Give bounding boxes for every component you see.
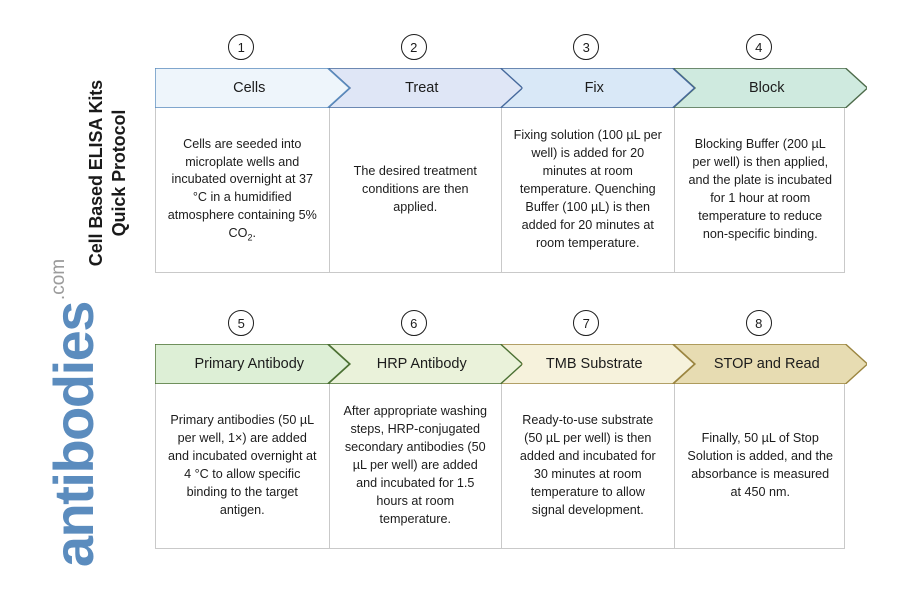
step-chevron-6[interactable]: HRP Antibody (327, 344, 522, 384)
step-number-circle-1: 1 (228, 34, 255, 60)
description-strip-1: Cells are seeded into microplate wells a… (155, 108, 845, 273)
step-description-cell-5: Primary antibodies (50 µL per well, 1×) … (156, 384, 329, 548)
step-description-text-3: Fixing solution (100 µL per well) is add… (513, 128, 662, 250)
step-description-text-4: Blocking Buffer (200 µL per well) is the… (688, 137, 833, 241)
step-label-3: Fix (584, 79, 604, 96)
step-number-circle-2: 2 (400, 34, 427, 60)
chevron-strip-2: Primary Antibody HRP Antibody TMB Substrat… (155, 344, 867, 384)
step-description-text-6: After appropriate washing steps, HRP-con… (343, 404, 487, 526)
step-label-5: Primary Antibody (194, 355, 305, 372)
step-description-cell-1: Cells are seeded into microplate wells a… (156, 108, 329, 272)
step-description-text-7: Ready-to-use substrate (50 µL per well) … (519, 413, 656, 517)
step-description-cell-8: Finally, 50 µL of Stop Solution is added… (673, 384, 847, 548)
brand-logo: antibodies .com (42, 259, 105, 567)
description-strip-2: Primary antibodies (50 µL per well, 1×) … (155, 384, 845, 549)
step-number-circle-5: 5 (228, 310, 255, 336)
step-number-circle-4: 4 (745, 34, 772, 60)
step-label-4: Block (749, 79, 785, 96)
brand-logo-name: antibodies (42, 302, 105, 568)
step-chevron-4[interactable]: Block (672, 68, 867, 108)
step-description-text-8: Finally, 50 µL of Stop Solution is added… (687, 431, 834, 499)
step-number-strip-2: 5 6 7 8 (155, 310, 845, 344)
step-chevron-3[interactable]: Fix (500, 68, 695, 108)
step-description-cell-2: The desired treatment conditions are the… (328, 108, 502, 272)
step-number-circle-3: 3 (573, 34, 600, 60)
step-label-7: TMB Substrate (545, 355, 643, 372)
step-chevron-5[interactable]: Primary Antibody (155, 344, 350, 384)
step-chevron-1[interactable]: Cells (155, 68, 350, 108)
brand-logo-tld: .com (48, 258, 69, 301)
step-description-text-2: The desired treatment conditions are the… (353, 164, 477, 214)
step-label-1: Cells (233, 79, 266, 96)
flow-row-2: 5 6 7 8 Primary Antibody HRP Antibody TMB Sub… (155, 310, 867, 549)
chevron-strip-1: Cells Treat Fix Block (155, 68, 867, 108)
step-label-6: HRP Antibody (376, 355, 467, 372)
step-label-8: STOP and Read (713, 355, 820, 372)
step-description-text-5: Primary antibodies (50 µL per well, 1×) … (168, 413, 317, 517)
step-chevron-2[interactable]: Treat (327, 68, 522, 108)
step-label-2: Treat (405, 79, 439, 96)
step-chevron-7[interactable]: TMB Substrate (500, 344, 695, 384)
step-description-cell-3: Fixing solution (100 µL per well) is add… (501, 108, 674, 272)
step-number-circle-8: 8 (745, 310, 772, 336)
left-rail: Cell Based ELISA Kits Quick Protocol ant… (0, 0, 150, 594)
step-description-cell-7: Ready-to-use substrate (50 µL per well) … (501, 384, 674, 548)
step-description-cell-6: After appropriate washing steps, HRP-con… (328, 384, 502, 548)
flow-row-1: 1 2 3 4 Cells Treat Fix Block Cells are seeded… (155, 34, 867, 273)
step-number-strip-1: 1 2 3 4 (155, 34, 845, 68)
step-number-circle-6: 6 (400, 310, 427, 336)
step-description-cell-4: Blocking Buffer (200 µL per well) is the… (673, 108, 847, 272)
step-chevron-8[interactable]: STOP and Read (672, 344, 867, 384)
step-description-text-1: Cells are seeded into microplate wells a… (167, 136, 317, 243)
step-number-circle-7: 7 (573, 310, 600, 336)
page-title-line-2: Quick Protocol (109, 109, 129, 237)
